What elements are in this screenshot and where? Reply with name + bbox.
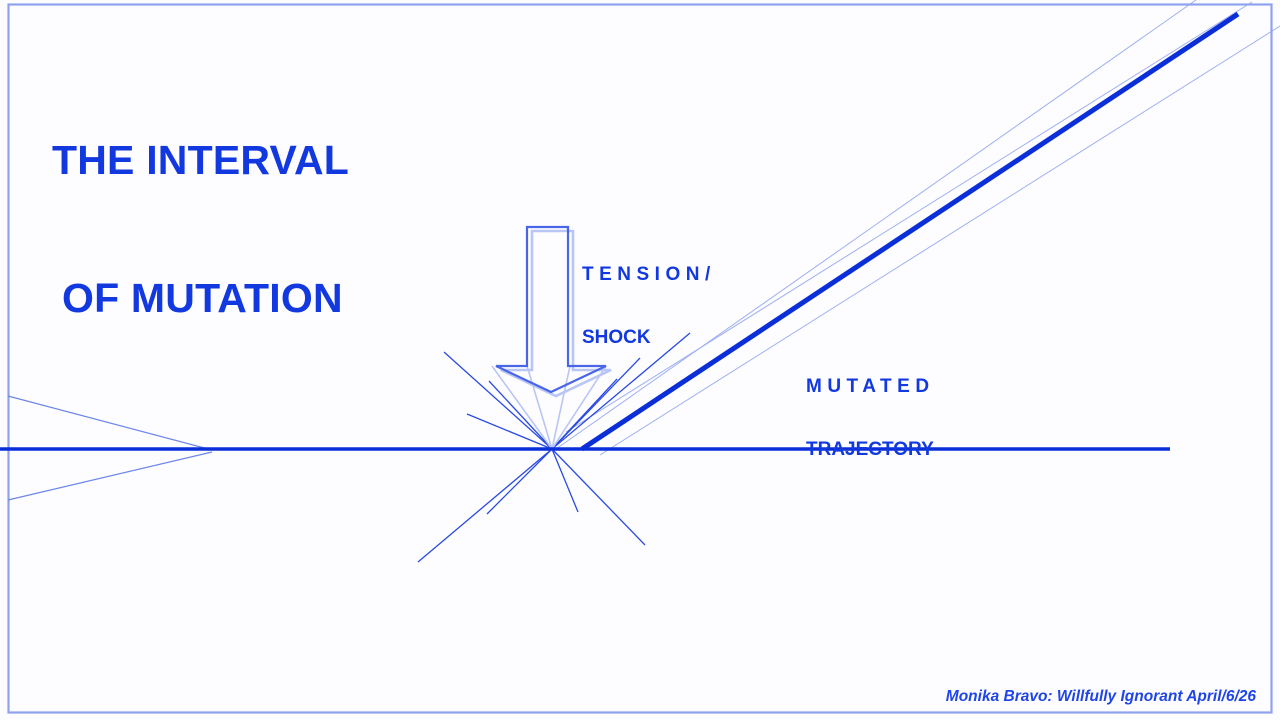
trajectory-guide-lines: [555, 0, 1280, 456]
label-mutated-line-1: MUTATED: [806, 375, 935, 397]
label-mutated-line-2: TRAJECTORY: [806, 439, 934, 461]
slide-frame: [7, 3, 1273, 714]
label-tension-line-1: TENSION/: [582, 263, 716, 285]
credit-line: Monika Bravo: Willfully Ignorant April/6…: [945, 688, 1256, 705]
down-arrow-icon: [495, 225, 607, 394]
arrow-convergence-lines: [491, 365, 607, 450]
page-title-line-2: OF MUTATION: [62, 274, 343, 321]
down-arrow-icon-shadow: [500, 229, 612, 398]
label-tension-shock: TENSION/ SHOCK: [582, 221, 716, 391]
page-title-line-1: THE INTERVAL: [52, 136, 350, 183]
burst-lines-icon: [417, 332, 691, 563]
left-perspective-lines: [7, 395, 213, 501]
label-mutated-trajectory: MUTATED TRAJECTORY: [806, 333, 935, 503]
label-tension-line-2: SHOCK: [582, 327, 651, 349]
mutated-trajectory-line: [580, 11, 1240, 452]
page-title: THE INTERVAL OF MUTATION: [52, 46, 349, 413]
